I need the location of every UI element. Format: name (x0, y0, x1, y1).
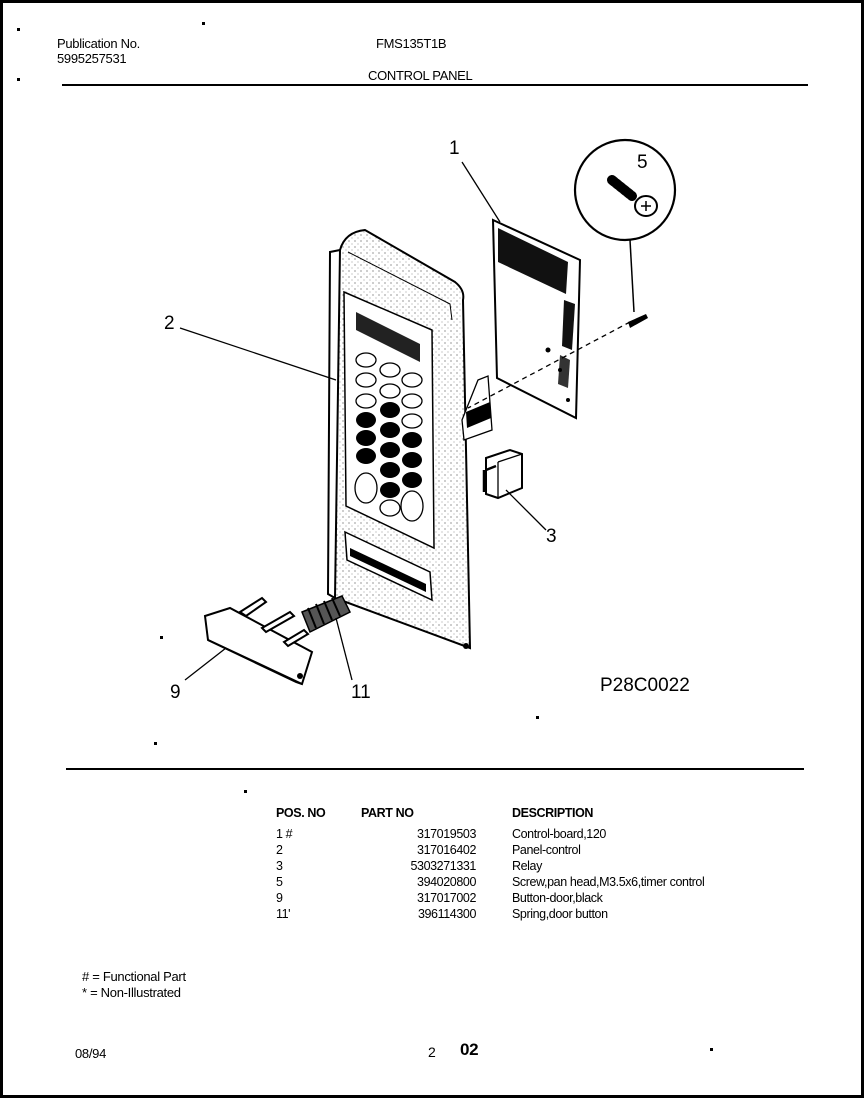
parts-table: POS. NO PART NO DESCRIPTION 1 # 31701950… (276, 806, 705, 922)
table-row: 2 317016402 Panel-control (276, 842, 704, 858)
row-pos: 5 (276, 875, 283, 889)
callout-leaders (179, 161, 631, 681)
row-pos: 1 # (276, 827, 293, 841)
row-description: Button-door,black (512, 891, 603, 905)
table-row: 11' 396114300 Spring,door button (276, 906, 704, 922)
footer-page: 2 (428, 1044, 436, 1060)
col-pos-header: POS. NO (276, 806, 326, 820)
row-description: Panel-control (512, 843, 581, 857)
legend-functional: # = Functional Part (82, 969, 186, 984)
callout-2: 2 (164, 313, 175, 334)
row-description: Screw,pan head,M3.5x6,timer control (512, 875, 705, 889)
table-row: 5 394020800 Screw,pan head,M3.5x6,timer … (276, 874, 705, 890)
door-button-drawing (203, 596, 314, 686)
row-part-number: 317017002 (417, 891, 476, 905)
scan-speck (154, 742, 157, 745)
row-pos: 3 (276, 859, 283, 873)
spring-drawing (301, 595, 352, 634)
footer-page-suffix: 02 (460, 1040, 479, 1059)
table-row: 9 317017002 Button-door,black (276, 890, 704, 906)
col-part-header: PART NO (361, 806, 414, 820)
legend-non-illustrated: * = Non-Illustrated (82, 985, 181, 1000)
model-number: FMS135T1B (376, 36, 447, 51)
table-row: 1 # 317019503 Control-board,120 (276, 826, 704, 842)
row-part-number: 317016402 (417, 843, 476, 857)
section-title: CONTROL PANEL (368, 68, 473, 83)
row-description: Control-board,120 (512, 827, 606, 841)
relay-drawing (482, 448, 523, 500)
row-part-number: 5303271331 (410, 859, 476, 873)
table-separator-rule (66, 768, 804, 770)
control-board-drawing (461, 218, 582, 441)
scan-speck (202, 22, 205, 25)
row-description: Relay (512, 859, 542, 873)
scan-speck (17, 28, 20, 31)
scan-speck (17, 78, 20, 81)
callout-1: 1 (449, 138, 460, 159)
col-desc-header: DESCRIPTION (512, 806, 594, 820)
footer-date: 08/94 (75, 1046, 107, 1061)
publication-number: 5995257531 (57, 51, 127, 66)
control-panel-drawing (326, 228, 472, 650)
row-pos: 11' (276, 907, 291, 921)
callout-3: 3 (546, 526, 557, 547)
scan-speck (536, 716, 539, 719)
row-part-number: 396114300 (417, 907, 476, 921)
row-pos: 2 (276, 843, 283, 857)
callout-9: 9 (170, 682, 181, 703)
row-pos: 9 (276, 891, 283, 905)
screw-detail-drawing (573, 138, 677, 328)
row-part-number: 317019503 (417, 827, 476, 841)
row-part-number: 394020800 (417, 875, 476, 889)
table-row: 3 5303271331 Relay (276, 858, 704, 874)
exploded-diagram (179, 138, 677, 686)
header-rule (62, 84, 808, 86)
parts-table-header: POS. NO PART NO DESCRIPTION (276, 806, 704, 826)
scan-speck (244, 790, 247, 793)
row-description: Spring,door button (512, 907, 608, 921)
callout-5: 5 (637, 152, 648, 173)
callout-11: 11 (351, 682, 371, 703)
drawing-code: P28C0022 (600, 675, 690, 696)
scan-speck (160, 636, 163, 639)
scan-speck (710, 1048, 713, 1051)
publication-label: Publication No. (57, 36, 140, 51)
